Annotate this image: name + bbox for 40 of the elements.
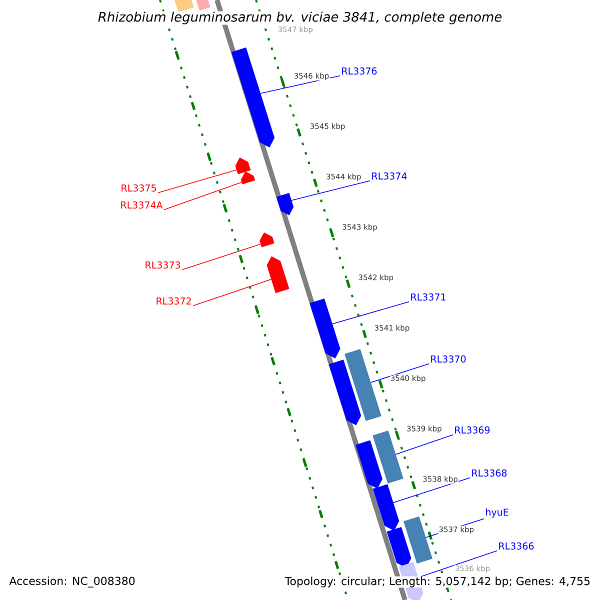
leader-line xyxy=(332,301,410,324)
gene-label: RL3369 xyxy=(455,426,490,434)
leader-line xyxy=(192,278,272,306)
leader-line xyxy=(164,182,242,210)
leader-line xyxy=(291,180,370,201)
gene-block xyxy=(310,298,340,358)
gene-bar xyxy=(372,430,404,484)
gene-label: RL3376 xyxy=(342,67,377,75)
leader-line xyxy=(158,169,237,194)
leader-line xyxy=(370,363,430,383)
gene-bar xyxy=(404,516,432,564)
accession-text: Accession: NC_008380 xyxy=(8,576,136,588)
gene-label: hyuE xyxy=(486,508,508,518)
leader-line xyxy=(392,477,470,504)
gene-block xyxy=(231,47,275,148)
title: Rhizobium leguminosarum bv. viciae 3841, complete genome xyxy=(97,11,503,25)
gene-block xyxy=(260,232,274,248)
gene-label: RL3371 xyxy=(411,293,446,301)
gene-label: RL3375 xyxy=(122,184,156,192)
gene-label: RL3368 xyxy=(472,469,507,477)
gene-block xyxy=(235,158,251,174)
gene-block xyxy=(356,440,382,489)
gene-label: RL3370 xyxy=(431,355,466,363)
gene-block xyxy=(266,256,290,294)
leader-line xyxy=(395,434,454,455)
topology-text: Topology: circular; Length: 5,057,142 bp; Genes: 4,755 xyxy=(284,576,591,588)
gene-bar xyxy=(174,0,194,12)
leader-line xyxy=(182,244,262,270)
gene-label: RL3366 xyxy=(499,542,534,550)
gene-label: RL3373 xyxy=(146,261,180,269)
gene-block xyxy=(276,192,294,216)
gene-label: RL3374A xyxy=(121,201,163,209)
gene-bar xyxy=(344,349,382,421)
gene-bar xyxy=(196,0,210,11)
gene-block xyxy=(328,360,362,426)
gene-label: RL3372 xyxy=(156,297,191,305)
gene-label: RL3374 xyxy=(372,172,407,180)
gene-block xyxy=(240,171,256,184)
gene-block xyxy=(386,527,412,568)
gene-block xyxy=(372,484,400,531)
